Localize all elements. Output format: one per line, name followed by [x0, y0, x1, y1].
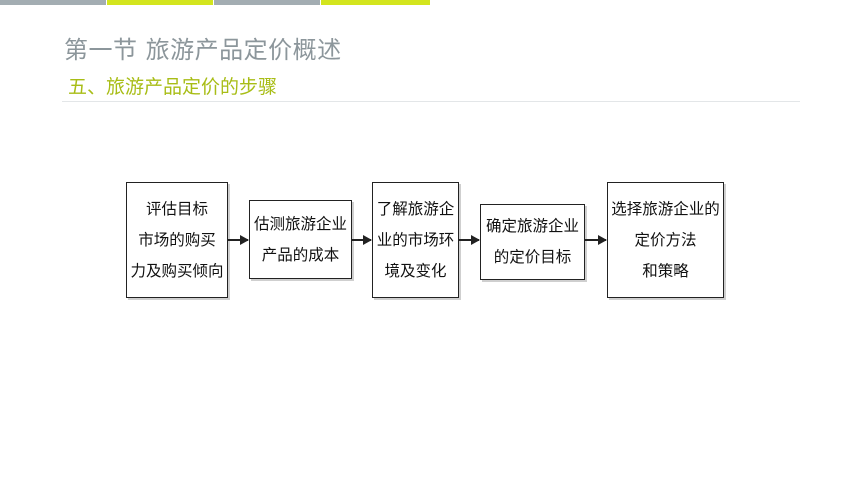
flow-arrow-icon: [459, 235, 480, 245]
accent-segment-gray: [0, 0, 106, 5]
flow-step-5: 选择旅游企业的 定价方法 和策略: [607, 182, 724, 298]
flow-step-4: 确定旅游企业 的定价目标: [480, 204, 585, 280]
section-subtitle: 五、旅游产品定价的步骤: [68, 76, 278, 98]
flow-arrow-icon: [352, 235, 372, 245]
flow-arrow-icon: [228, 235, 249, 245]
divider: [62, 101, 800, 102]
accent-segment-lime: [107, 0, 213, 5]
flow-step-3: 了解旅游企 业的市场环 境及变化: [372, 182, 459, 298]
top-accent-bar: [0, 0, 430, 5]
flow-step-1: 评估目标 市场的购买 力及购买倾向: [126, 182, 228, 298]
page-title: 第一节 旅游产品定价概述: [64, 36, 342, 64]
accent-segment-lime: [321, 0, 430, 5]
accent-segment-gray: [214, 0, 320, 5]
flow-step-2: 估测旅游企业 产品的成本: [249, 200, 352, 279]
flow-arrow-icon: [585, 235, 607, 245]
